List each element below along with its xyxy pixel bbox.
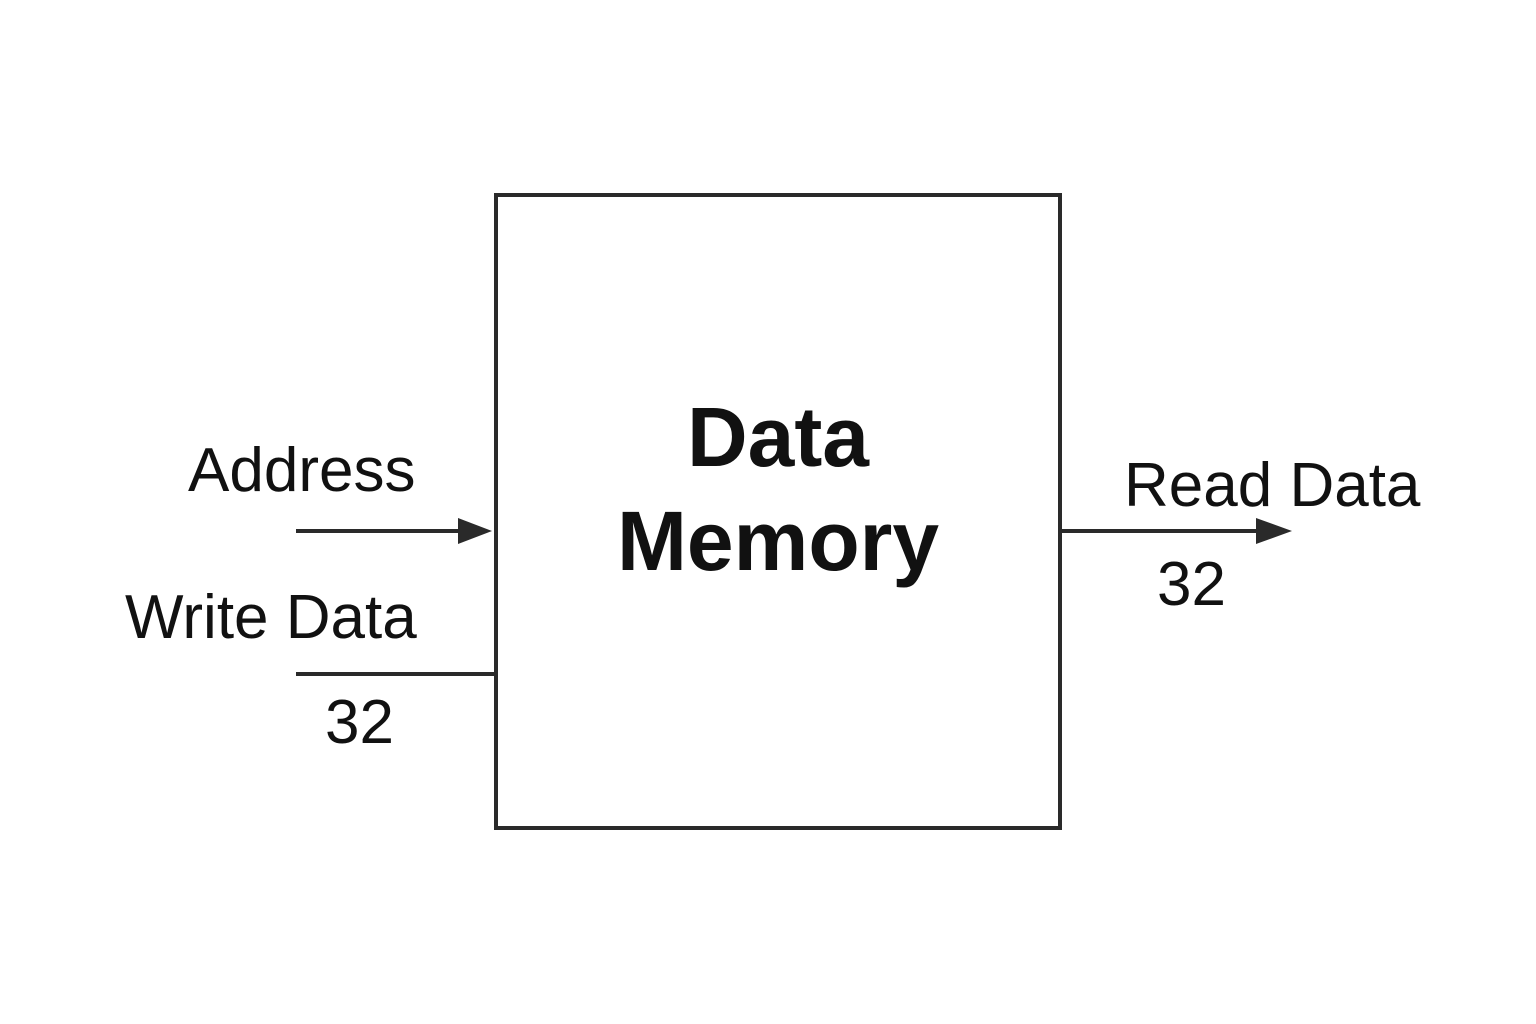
data-memory-block: Data Memory [494,193,1062,830]
read-data-arrowhead [1256,518,1292,544]
read-data-label: Read Data [1124,451,1421,520]
block-title-line1: Data [686,390,870,484]
address-label: Address [188,436,416,505]
write-data-width-label: 32 [325,688,394,757]
block-title-line2: Memory [616,494,940,588]
block-title: Data Memory [498,385,1058,593]
address-arrowhead [458,518,492,544]
write-data-label: Write Data [125,583,417,652]
read-data-width-label: 32 [1157,550,1226,619]
